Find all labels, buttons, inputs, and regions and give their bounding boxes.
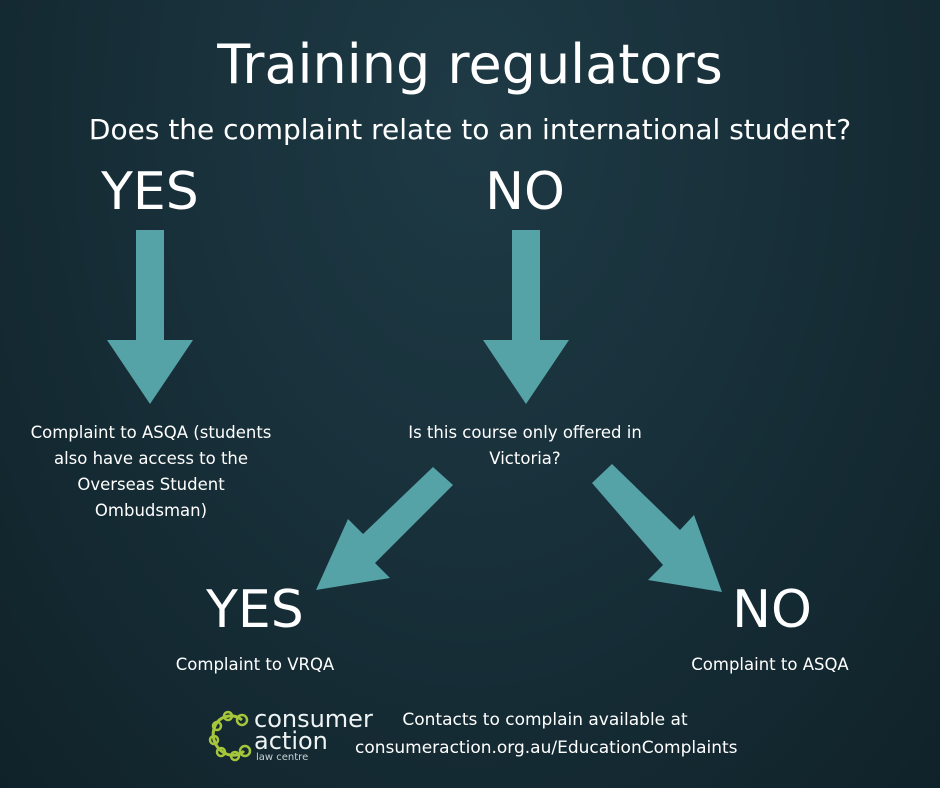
sub-no-label: NO (732, 580, 812, 640)
contacts-url: consumeraction.org.au/EducationComplaint… (355, 738, 738, 758)
contacts-line: Contacts to complain available at (402, 710, 688, 730)
contacts-info: Contacts to complain available at consum… (355, 706, 738, 762)
branch-no-label: NO (485, 162, 565, 222)
victoria-question: Is this course only offered in Victoria? (408, 423, 642, 468)
logo-text-law-centre: law centre (256, 752, 309, 763)
logo-text-action: action (254, 727, 328, 755)
logo-c-icon (208, 710, 252, 762)
arrow-down-yes (107, 230, 193, 404)
main-question: Does the complaint relate to an internat… (88, 113, 852, 146)
sub-yes-label: YES (206, 580, 304, 640)
logo-text-consumer: consumer (254, 705, 373, 733)
yes-outcome-text: Complaint to ASQA (students also have ac… (30, 423, 272, 520)
consumer-action-logo: consumer action law centre (208, 706, 378, 766)
asqa-outcome-text: Complaint to ASQA (691, 655, 849, 674)
vrqa-outcome-text: Complaint to VRQA (175, 655, 335, 674)
arrow-diagonal-yes (316, 467, 453, 590)
arrow-diagonal-no (592, 464, 722, 592)
branch-yes-label: YES (101, 162, 199, 222)
arrow-down-no (483, 230, 569, 404)
page-title: Training regulators (217, 33, 723, 96)
